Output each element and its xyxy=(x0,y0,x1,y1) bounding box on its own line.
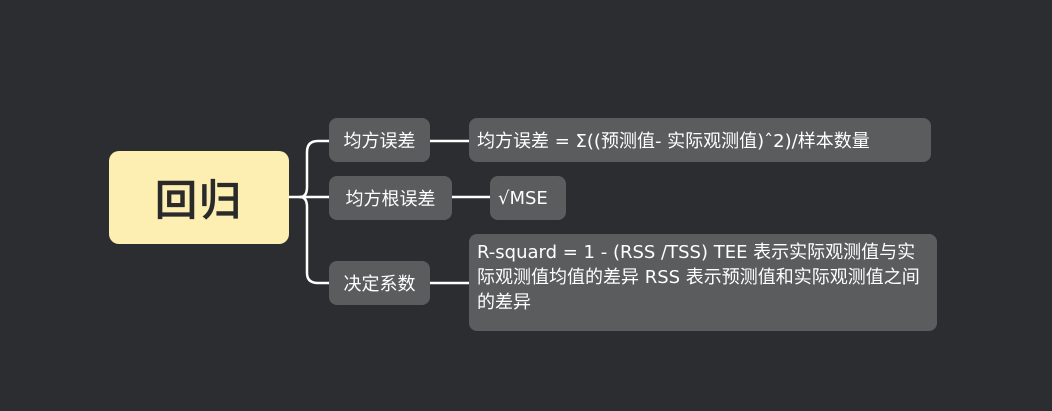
subtopic-mse-formula[interactable]: 均方误差 = Σ((预测值- 实际观测值)ˆ2)/样本数量 xyxy=(469,118,931,162)
subtopic-rmse-formula[interactable]: √MSE xyxy=(490,176,566,220)
branch-topic-r-squared[interactable]: 决定系数 xyxy=(329,261,430,305)
root-to-branch-connector xyxy=(298,195,331,285)
subtopic-r-squared-description[interactable]: R-squard = 1 - (RSS /TSS) TEE 表示实际观测值与实际… xyxy=(469,234,937,331)
branch-topic-rmse[interactable]: 均方根误差 xyxy=(329,176,452,220)
branch-topic-mse[interactable]: 均方误差 xyxy=(329,118,430,162)
root-topic[interactable]: 回归 xyxy=(109,151,289,244)
root-to-branch-connector xyxy=(287,139,331,199)
